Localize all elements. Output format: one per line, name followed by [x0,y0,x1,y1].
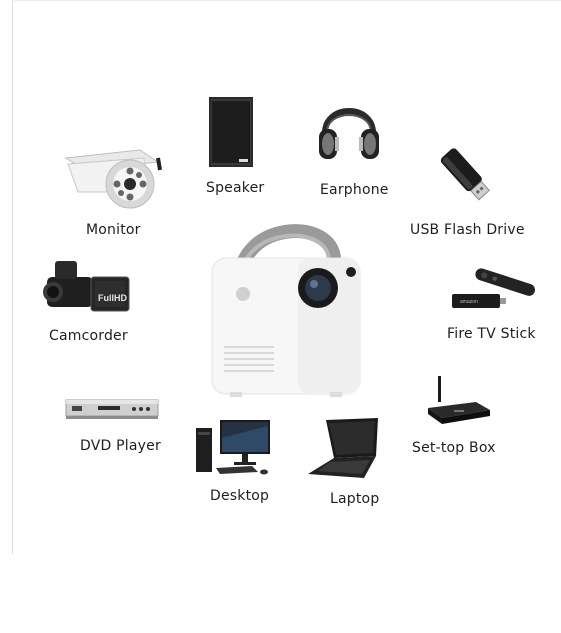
speaker-icon [209,97,253,167]
laptop-label: Laptop [330,491,380,507]
firetv-label: Fire TV Stick [447,326,536,342]
usb-drive-icon [440,148,490,201]
dvd-label: DVD Player [80,438,161,454]
laptop-icon [308,418,378,478]
settop-label: Set-top Box [412,440,496,456]
fire-tv-stick-icon: amazon [452,268,535,308]
monitor-label: Monitor [86,222,141,238]
svg-text:FullHD: FullHD [98,293,127,303]
set-top-box-icon [428,376,490,424]
usb-label: USB Flash Drive [410,222,525,238]
earphone-label: Earphone [320,182,389,198]
speaker-label: Speaker [206,180,265,196]
security-camera-icon [64,149,162,209]
projector-icon [211,224,361,397]
headphones-icon [319,108,379,159]
camcorder-icon: FullHD [43,261,130,312]
desktop-computer-icon [196,420,270,475]
svg-text:amazon: amazon [460,299,478,305]
desktop-label: Desktop [210,488,270,504]
camcorder-label: Camcorder [49,328,128,344]
dvd-player-icon [65,399,159,419]
